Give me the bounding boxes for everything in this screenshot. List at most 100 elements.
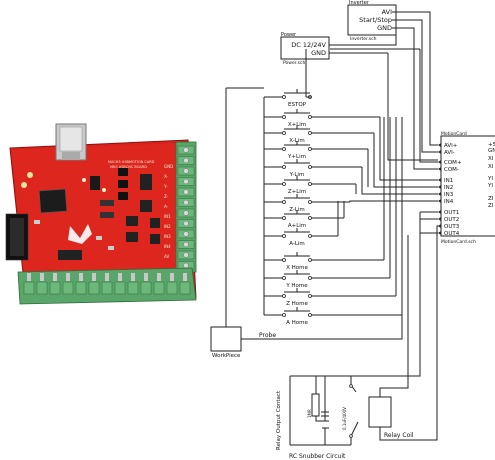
motion-card-input-label: IN1 [444,178,453,184]
motion-card-input-label: IN3 [444,192,454,198]
terminal-slot [36,281,48,295]
switch-label: X Home [286,265,308,271]
wire [396,19,438,153]
motion-card-input-label: COM+ [444,160,462,166]
terminal-slot [140,281,152,295]
motion-card-right-label: GN [488,148,495,154]
relay-coil-label: Relay Coil [384,432,414,439]
terminal-pin [157,273,161,281]
switch-ladder: ESTOPX+LimX-LimY+LimY-LimZ+LimZ-LimA+Lim… [264,89,402,326]
power-pin-gnd: GND [311,49,326,57]
snubber-frame [289,375,351,446]
limit-switch: ESTOP [264,89,312,108]
wire [373,133,438,188]
workpiece-block: WorkPiece Probe [210,326,276,359]
pin-label: X- [164,174,169,179]
terminal-pin [183,273,187,281]
terminal-screw [183,147,189,153]
terminal-pin [144,273,148,281]
probe-label: Probe [259,332,276,339]
workpiece-box [210,326,242,352]
inverter-block: Inverter AVI Start/Stop GND Inverter.sch [347,0,397,42]
silk-text-1: MACH3 USBMOTION CARD [108,160,155,164]
wire [361,167,438,195]
power-file: Power.sch [283,60,305,66]
pin-arrow [438,185,441,189]
terminal-screw [183,199,189,206]
pin-label: IN3 [164,234,171,239]
terminal-slot [153,281,165,295]
wire [349,200,438,202]
limit-switch: A Home [264,307,402,326]
terminal-pin [79,273,83,281]
pin-arrow [438,178,441,182]
limit-switch: Z+Lim [264,176,356,195]
limit-switch: A+Lim [264,210,344,229]
inverter-pin-avi: AVI [382,8,392,16]
terminal-slot [179,281,191,295]
left-header [5,213,29,261]
board-logo [68,224,92,244]
power-title: Power [281,32,297,38]
motion-card-right-label: XI [488,156,494,162]
terminal-slot [166,281,178,295]
terminal-screw [183,210,189,216]
optocouplers [58,168,160,260]
terminal-pin [66,273,70,281]
pin-label: IN2 [164,224,171,229]
pin-arrow [438,210,441,214]
wire [351,212,421,377]
motion-card-right-label: YI [487,176,493,182]
wire [329,12,397,54]
wire [419,49,438,163]
wiring [225,11,438,377]
schematic: Inverter AVI Start/Stop GND Inverter.sch… [210,0,495,460]
power-box [280,36,330,60]
wire [396,27,415,60]
limit-switch: X Home [264,252,384,271]
pin-label: AV [164,254,169,259]
terminal-screw [183,157,189,164]
terminal-screw [183,168,189,174]
switch-label: ESTOP [288,102,307,108]
inverter-title: Inverter [349,0,370,6]
motion-card-input-label: COM- [444,167,459,173]
terminal-screw [183,262,189,269]
pin-arrow [438,143,441,147]
switch-label: Y Home [285,283,308,289]
switch-label: A Home [286,320,308,326]
terminal-screw [183,220,189,227]
relay-contact-label: Relay Output Contact [276,390,282,450]
pin-arrow [438,160,441,164]
pin-arrow [438,217,441,221]
terminal-screw [183,241,189,248]
motion-card-block: MotionCard AVI+AVI-COM+COM-IN1IN2IN3IN4O… [438,131,495,245]
terminal-screw [183,189,189,195]
wire [383,117,403,315]
motion-card-right-label: XI [488,164,494,170]
terminal-slot [62,281,74,295]
limit-switch: Y Home [264,270,390,289]
motion-card-file: MotionCard.sch [441,239,476,245]
motion-card-right-label: ZI [488,196,494,202]
wire [379,117,438,181]
limit-switch: Z Home [264,288,396,307]
right-terminal-block [175,141,197,273]
switch-label: Y+Lim [287,154,306,160]
terminal-pin [27,273,31,281]
motion-card-input-label: OUT3 [444,224,460,230]
motion-card-box [440,135,495,237]
resistor-label: 1MR [307,409,312,418]
wire [420,211,438,234]
terminal-slot [88,281,100,295]
power-pin-dc: DC 12/24V [291,41,326,49]
motion-card-right-label: +5 [488,142,495,148]
terminal-screw [183,178,189,185]
terminal-pin [170,273,174,281]
inverter-pin-gnd: GND [377,24,392,32]
terminal-pin [92,273,96,281]
motion-card-input-label: OUT2 [444,217,459,223]
